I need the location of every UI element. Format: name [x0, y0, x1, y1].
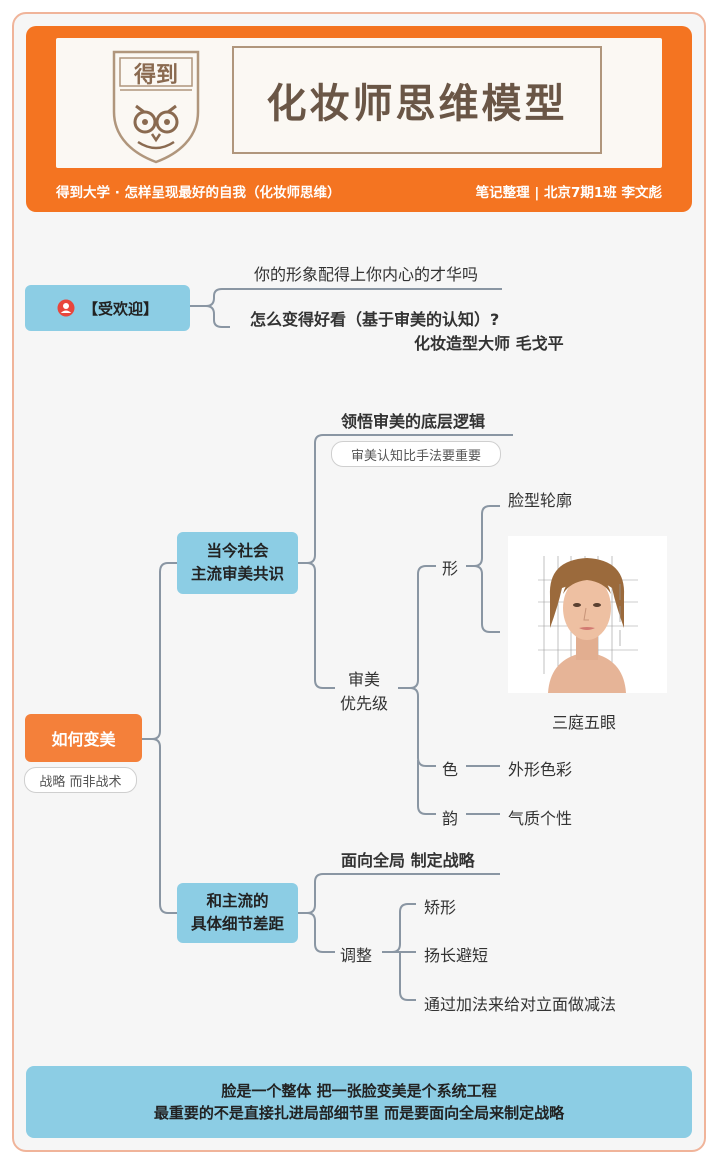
connector-adjust-item3 [399, 952, 416, 1001]
connector-gap-adjust [306, 912, 335, 953]
color-label: 色 [442, 760, 459, 779]
consensus-label-line1: 当今社会 [206, 542, 269, 560]
charm-label: 韵 [442, 809, 459, 828]
gap-node: 和主流的 具体细节差距 [177, 883, 298, 943]
priority-line1: 审美 [348, 670, 381, 689]
author-caption: 笔记整理 | 北京7期1班 李文彪 [475, 185, 662, 201]
page-title: 化妆师思维模型 [266, 80, 568, 127]
popular-label: 【受欢迎】 [82, 299, 158, 318]
color-detail-label: 外形色彩 [508, 760, 573, 779]
adjust-item-strengths: 扬长避短 [424, 946, 489, 965]
adjust-item-orthopedic: 矫形 [424, 898, 457, 917]
connector-shape-face [473, 565, 500, 633]
connector-popular-line2 [205, 305, 230, 328]
logic-title: 领悟审美的底层逻辑 [341, 412, 486, 431]
header-banner: 得到 化妆师思维模型 得到大学 · 怎样呈现最好的自我（化妆师思维） 笔记整理 … [26, 26, 692, 212]
root-label: 如何变美 [51, 730, 116, 749]
three-five-face-image [508, 536, 667, 693]
face-outline-label: 脸型轮廓 [508, 491, 573, 510]
gap-label-line1: 和主流的 [206, 892, 269, 910]
course-caption: 得到大学 · 怎样呈现最好的自我（化妆师思维） [56, 185, 341, 201]
strategy-title: 面向全局 制定战略 [341, 851, 475, 870]
connector-gap-strategy [298, 873, 500, 914]
root-node: 如何变美 [25, 714, 142, 762]
gap-label-line2: 具体细节差距 [190, 915, 284, 933]
adjust-label: 调整 [340, 946, 373, 965]
master-attribution: 化妆造型大师 毛戈平 [414, 334, 564, 353]
how-beautiful-question: 怎么变得好看（基于审美的认知）? [250, 310, 500, 329]
connector-root-consensus [142, 562, 177, 740]
root-note: 战略 而非战术 [24, 767, 137, 793]
connector-adjust-item1 [382, 903, 416, 953]
consensus-node: 当今社会 主流审美共识 [177, 532, 298, 594]
consensus-label-line2: 主流审美共识 [190, 565, 284, 583]
connector-popular-line1 [190, 288, 502, 307]
talent-question: 你的形象配得上你内心的才华吗 [254, 265, 479, 284]
popular-node: 【受欢迎】 [25, 285, 190, 331]
face-proportion-icon [508, 536, 667, 693]
three-five-label: 三庭五眼 [552, 713, 617, 732]
connector-priority-shape [398, 565, 436, 689]
connector-consensus-priority [306, 562, 335, 689]
svg-text:得到: 得到 [133, 62, 178, 88]
summary-banner: 脸是一个整体 把一张脸变美是个系统工程 最重要的不是直接扎进局部细节里 而是要面… [26, 1066, 692, 1138]
connector-root-gap [151, 738, 177, 914]
charm-detail-label: 气质个性 [508, 809, 573, 828]
priority-label: 审美 优先级 [340, 668, 388, 716]
connector-priority-charm [417, 760, 436, 815]
header-inner: 得到 化妆师思维模型 [56, 38, 662, 168]
logic-note: 审美认知比手法要重要 [331, 441, 501, 467]
title-box: 化妆师思维模型 [232, 46, 602, 154]
priority-line2: 优先级 [340, 694, 389, 713]
summary-line2: 最重要的不是直接扎进局部细节里 而是要面向全局来制定战略 [153, 1104, 565, 1122]
shape-label: 形 [442, 559, 459, 578]
connector-priority-color [409, 687, 436, 767]
adjust-item-addition: 通过加法来给对立面做减法 [424, 995, 617, 1014]
dedao-shield-logo-icon: 得到 [112, 50, 200, 164]
summary-line1: 脸是一个整体 把一张脸变美是个系统工程 [221, 1082, 497, 1100]
user-alert-icon [57, 299, 75, 317]
connector-shape-outline [466, 505, 500, 567]
